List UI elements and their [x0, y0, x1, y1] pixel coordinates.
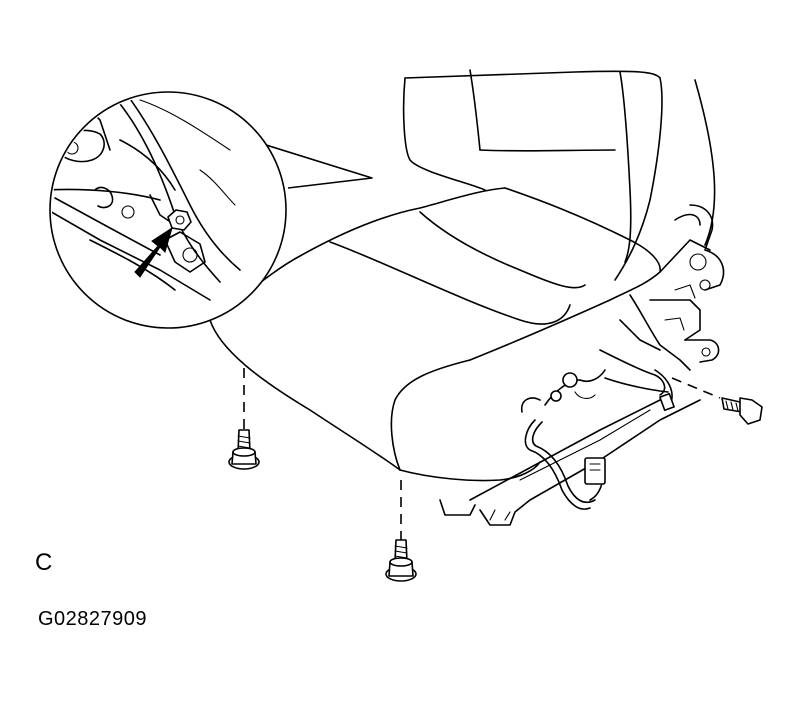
recliner-mechanism	[599, 204, 725, 412]
detail-callout	[49, 91, 373, 329]
view-letter-label: C	[35, 549, 53, 576]
seat-back	[402, 69, 716, 281]
wire-harness	[520, 369, 606, 510]
front-center-bolt	[385, 480, 417, 582]
seat-cushion	[209, 187, 661, 482]
side-bolt	[671, 377, 763, 425]
front-left-bolt	[228, 368, 260, 470]
figure-id-label: G02827909	[38, 608, 148, 630]
seat-frame-rail	[439, 399, 701, 526]
